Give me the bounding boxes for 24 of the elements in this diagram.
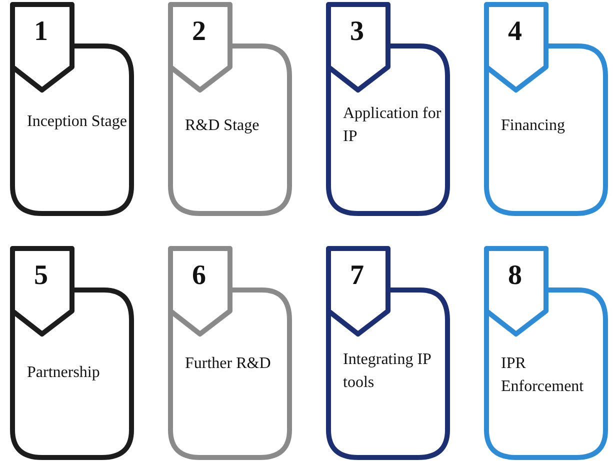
step-label: Inception Stage [27, 112, 128, 132]
step-card [484, 246, 608, 460]
step-card [326, 2, 450, 216]
step-card [326, 246, 450, 460]
step-label: Financing [501, 116, 566, 136]
step-label: Partnership [27, 363, 101, 383]
step-label: Application for IP [343, 104, 442, 148]
step-number: 5 [34, 262, 48, 290]
step-number: 6 [192, 262, 206, 290]
step-number: 1 [34, 18, 48, 46]
step-label: Further R&D [185, 354, 272, 374]
step-number: 2 [192, 18, 206, 46]
step-card [10, 246, 134, 460]
step-card [484, 2, 608, 216]
step-number: 4 [508, 18, 522, 46]
step-number: 3 [350, 18, 364, 46]
step-number: 8 [508, 262, 522, 290]
step-card [168, 246, 292, 460]
step-card [10, 2, 134, 216]
step-number: 7 [350, 262, 364, 290]
step-label: R&D Stage [185, 116, 260, 136]
step-label: Integrating IP tools [343, 350, 432, 394]
step-card [168, 2, 292, 216]
step-label: IPR Enforcement [501, 354, 585, 398]
